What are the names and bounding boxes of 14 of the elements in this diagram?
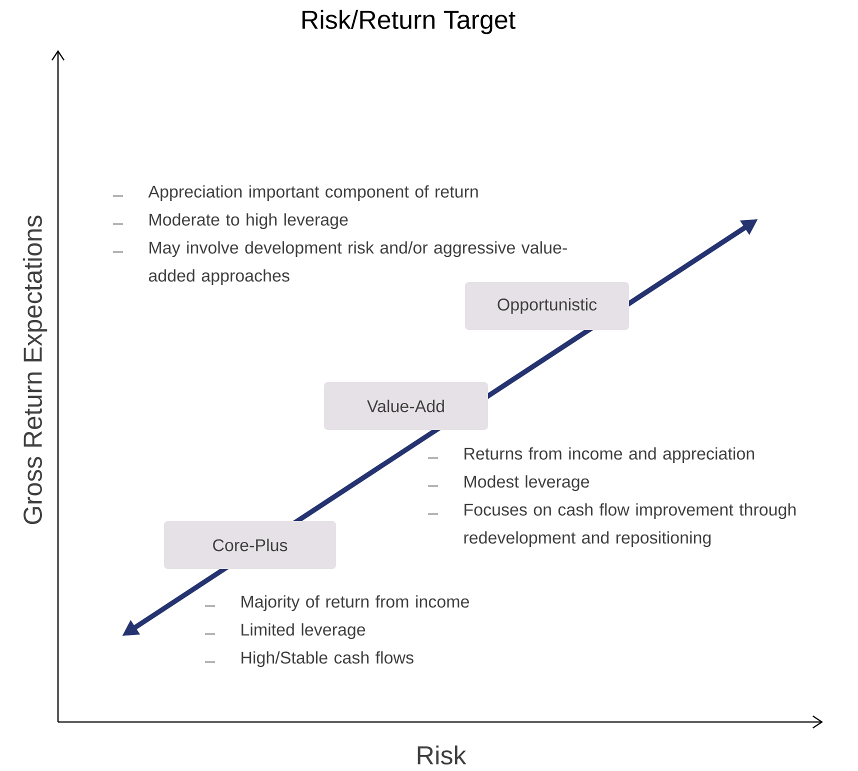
bullet-item: Limited leverage bbox=[204, 623, 366, 640]
category-box: Opportunistic bbox=[465, 282, 629, 330]
axis-label: Risk bbox=[418, 745, 466, 765]
bullet-item: High/Stable cash flows bbox=[204, 651, 414, 668]
bullet-item: Moderate to high leverage bbox=[112, 213, 348, 230]
bullet-item: Focuses on cash flow improvement through redevelopment and repositioning bbox=[428, 503, 796, 548]
bullet-item: Appreciation important component of return bbox=[112, 185, 478, 202]
category-box: Value-Add bbox=[324, 382, 488, 430]
axis-label: Gross Return Expectations bbox=[22, 216, 48, 524]
bullet-item: Majority of return from income bbox=[204, 595, 469, 612]
title: Risk/Return Target bbox=[302, 10, 516, 34]
category-box: Core-Plus bbox=[164, 521, 336, 569]
bullet-item: Returns from income and appreciation bbox=[428, 447, 754, 464]
bullet-item: Modest leverage bbox=[428, 475, 590, 492]
